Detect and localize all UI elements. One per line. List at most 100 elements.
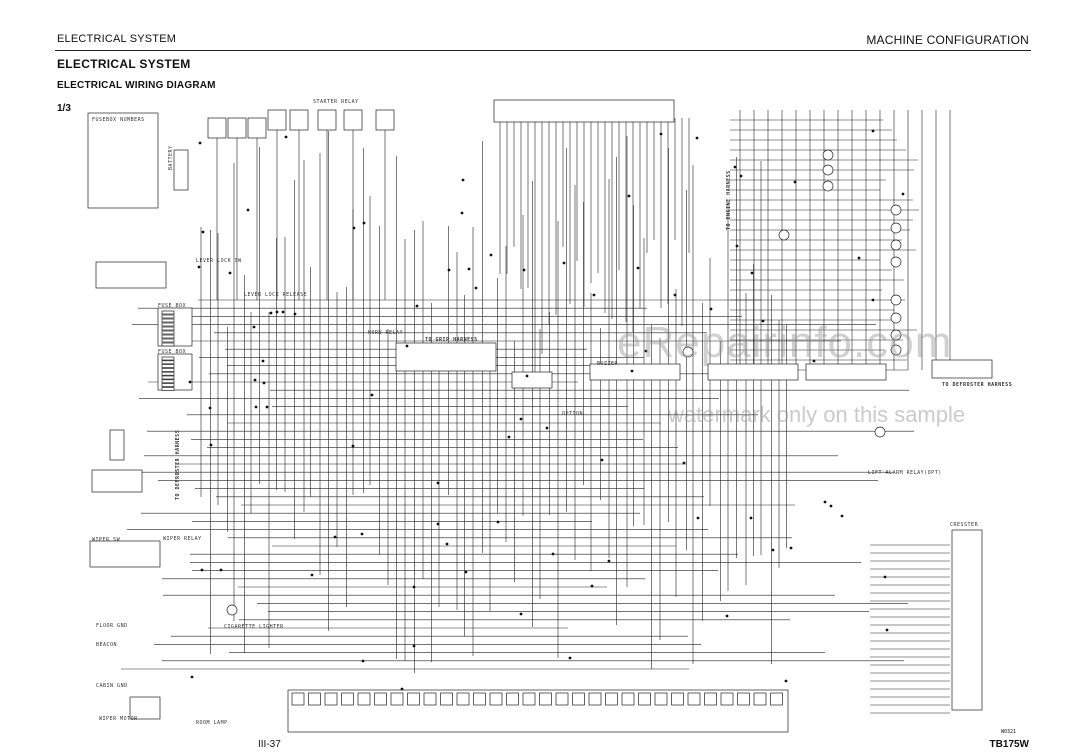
junction-dot	[360, 532, 364, 536]
junction-dot	[695, 136, 699, 140]
junction-dot	[592, 293, 596, 297]
sensor-lamp	[890, 222, 902, 234]
relay-box	[289, 109, 309, 131]
left-relay	[109, 429, 125, 461]
connector-pin	[341, 692, 354, 706]
room-lamp-label: ROOM LAMP	[196, 720, 228, 726]
junction-dot	[812, 359, 816, 363]
to-defroster-harness-label: TO DEFROSTER HARNESS	[942, 382, 1013, 388]
junction-dot	[474, 286, 478, 290]
connector-pin	[720, 692, 734, 706]
connector-pin	[390, 692, 404, 706]
junction-dot	[525, 374, 529, 378]
wiper-relay-label: WIPER RELAY	[163, 536, 202, 542]
junction-dot	[188, 380, 192, 384]
fuse-box-label-1: FUSE BOX	[158, 303, 187, 309]
connector-pin	[770, 692, 783, 706]
subsection-title: ELECTRICAL WIRING DIAGRAM	[57, 80, 216, 91]
cresster-box	[951, 529, 983, 711]
junction-dot	[445, 542, 449, 546]
harness-connector	[707, 363, 799, 381]
wiper-motor-label: WIPER MOTOR	[99, 716, 138, 722]
junction-dot	[568, 656, 572, 660]
junction-dot	[253, 378, 257, 382]
junction-dot	[696, 516, 700, 520]
junction-dot	[412, 644, 416, 648]
watermark-note: watermark only on this sample	[668, 402, 966, 427]
junction-dot	[198, 141, 202, 145]
junction-dot	[682, 461, 686, 465]
sensor-lamp	[890, 204, 902, 216]
junction-dot	[507, 435, 511, 439]
connector-pin	[753, 692, 767, 706]
junction-dot	[627, 194, 631, 198]
junction-dot	[739, 174, 743, 178]
connector-pin	[572, 692, 585, 706]
sensor-lamp	[778, 229, 790, 241]
junction-dot	[607, 559, 611, 563]
junction-dot	[219, 568, 223, 572]
horn-relay-label: HORN RELAY	[368, 330, 404, 336]
connector-pin	[555, 692, 569, 706]
junction-dot	[246, 208, 250, 212]
connector-pin	[440, 692, 453, 706]
junction-dot	[436, 522, 440, 526]
section-title: ELECTRICAL SYSTEM	[57, 57, 191, 71]
cabin-gnd-label: CABIN GND	[96, 683, 128, 689]
junction-dot	[784, 679, 788, 683]
junction-dot	[284, 135, 288, 139]
junction-dot	[436, 481, 440, 485]
fuse	[161, 364, 175, 368]
sensor-lamp	[890, 256, 902, 268]
relay-box	[247, 117, 267, 139]
sensor-lamp	[874, 426, 886, 438]
option-label: OPTION	[562, 411, 584, 417]
fuse	[161, 330, 175, 335]
junction-dot	[370, 393, 374, 397]
connector-pin	[588, 692, 602, 706]
junction-dot	[467, 267, 471, 271]
connector-pin	[423, 692, 437, 706]
junction-dot	[750, 271, 754, 275]
lever-lock-sw-label: LEVER LOCK SW	[196, 258, 242, 264]
battery-label: BATTERY	[168, 145, 174, 170]
fuse	[161, 383, 175, 387]
junction-dot	[789, 546, 793, 550]
junction-dot	[310, 573, 314, 577]
junction-dot	[464, 570, 468, 574]
connector-pin	[473, 692, 486, 706]
junction-dot	[293, 312, 297, 316]
junction-dot	[352, 226, 356, 230]
fuse	[161, 318, 175, 323]
fuse	[161, 342, 175, 347]
sensor-lamp	[890, 239, 902, 251]
cigarette-lighter-label: CIGARETTE LIGHTER	[224, 624, 284, 630]
junction-dot	[405, 344, 409, 348]
junction-dot	[197, 265, 201, 269]
connector-pin	[671, 692, 684, 706]
junction-dot	[190, 675, 194, 679]
fuse	[161, 334, 175, 339]
lift-alarm-label: LIFT ALARM RELAY(OPT)	[868, 470, 942, 476]
harness-connector	[805, 363, 887, 381]
junction-dot	[600, 458, 604, 462]
junction-dot	[823, 500, 827, 504]
drawing-code: W0321	[1001, 729, 1017, 735]
connector-pin	[704, 692, 717, 706]
model-number: TB175W	[989, 739, 1029, 750]
fuse	[161, 322, 175, 327]
connector-pin	[456, 692, 470, 706]
grip-connector	[395, 342, 497, 372]
sensor-lamp	[822, 164, 834, 176]
junction-dot	[551, 552, 555, 556]
junction-dot	[673, 293, 677, 297]
fuse	[161, 371, 175, 376]
junction-dot	[269, 311, 273, 315]
junction-dot	[361, 659, 365, 663]
connector-pin	[374, 692, 387, 706]
junction-dot	[275, 310, 279, 314]
fuse	[161, 375, 175, 380]
junction-dot	[209, 443, 213, 447]
sensor-lamp	[822, 180, 834, 192]
connector-pin	[489, 692, 503, 706]
